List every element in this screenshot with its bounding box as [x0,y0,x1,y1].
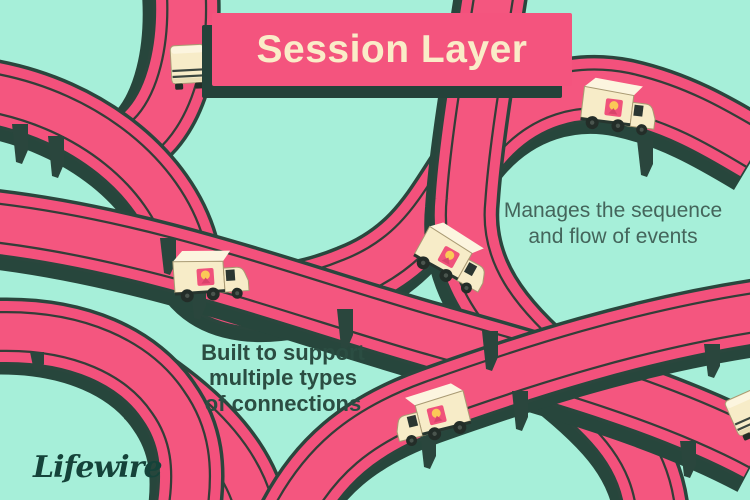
annotation-connections-line2: multiple types [209,365,357,391]
road-pillar [12,124,28,164]
road-pillar [337,309,353,349]
lifewire-logo: Lifewire [33,450,163,485]
road-pillar [482,331,498,371]
annotation-connections-line1: Built to support [201,340,365,365]
road-pillar [704,344,720,378]
road-pillar [637,140,653,177]
road-pillar [160,238,176,275]
annotation-connections-line3: of connections [204,390,362,416]
annotation-sequence-line1: Manages the sequence [503,199,723,222]
road-pillars [12,124,720,478]
annotation-sequence-line2: and flow of events [528,224,698,248]
road-pillar [512,391,528,431]
road-pillar [48,136,64,178]
annotation-sequence: Manages the sequence and flow of events [487,198,739,249]
road-pillar [30,352,44,373]
delivery-truck-top-left [169,43,207,91]
road-pillar [420,432,436,469]
road-pillar [680,441,696,478]
title-sign: Session Layer [212,13,572,86]
annotation-connections: Built to support multiple types of conne… [166,340,400,416]
page-title: Session Layer [256,27,528,71]
